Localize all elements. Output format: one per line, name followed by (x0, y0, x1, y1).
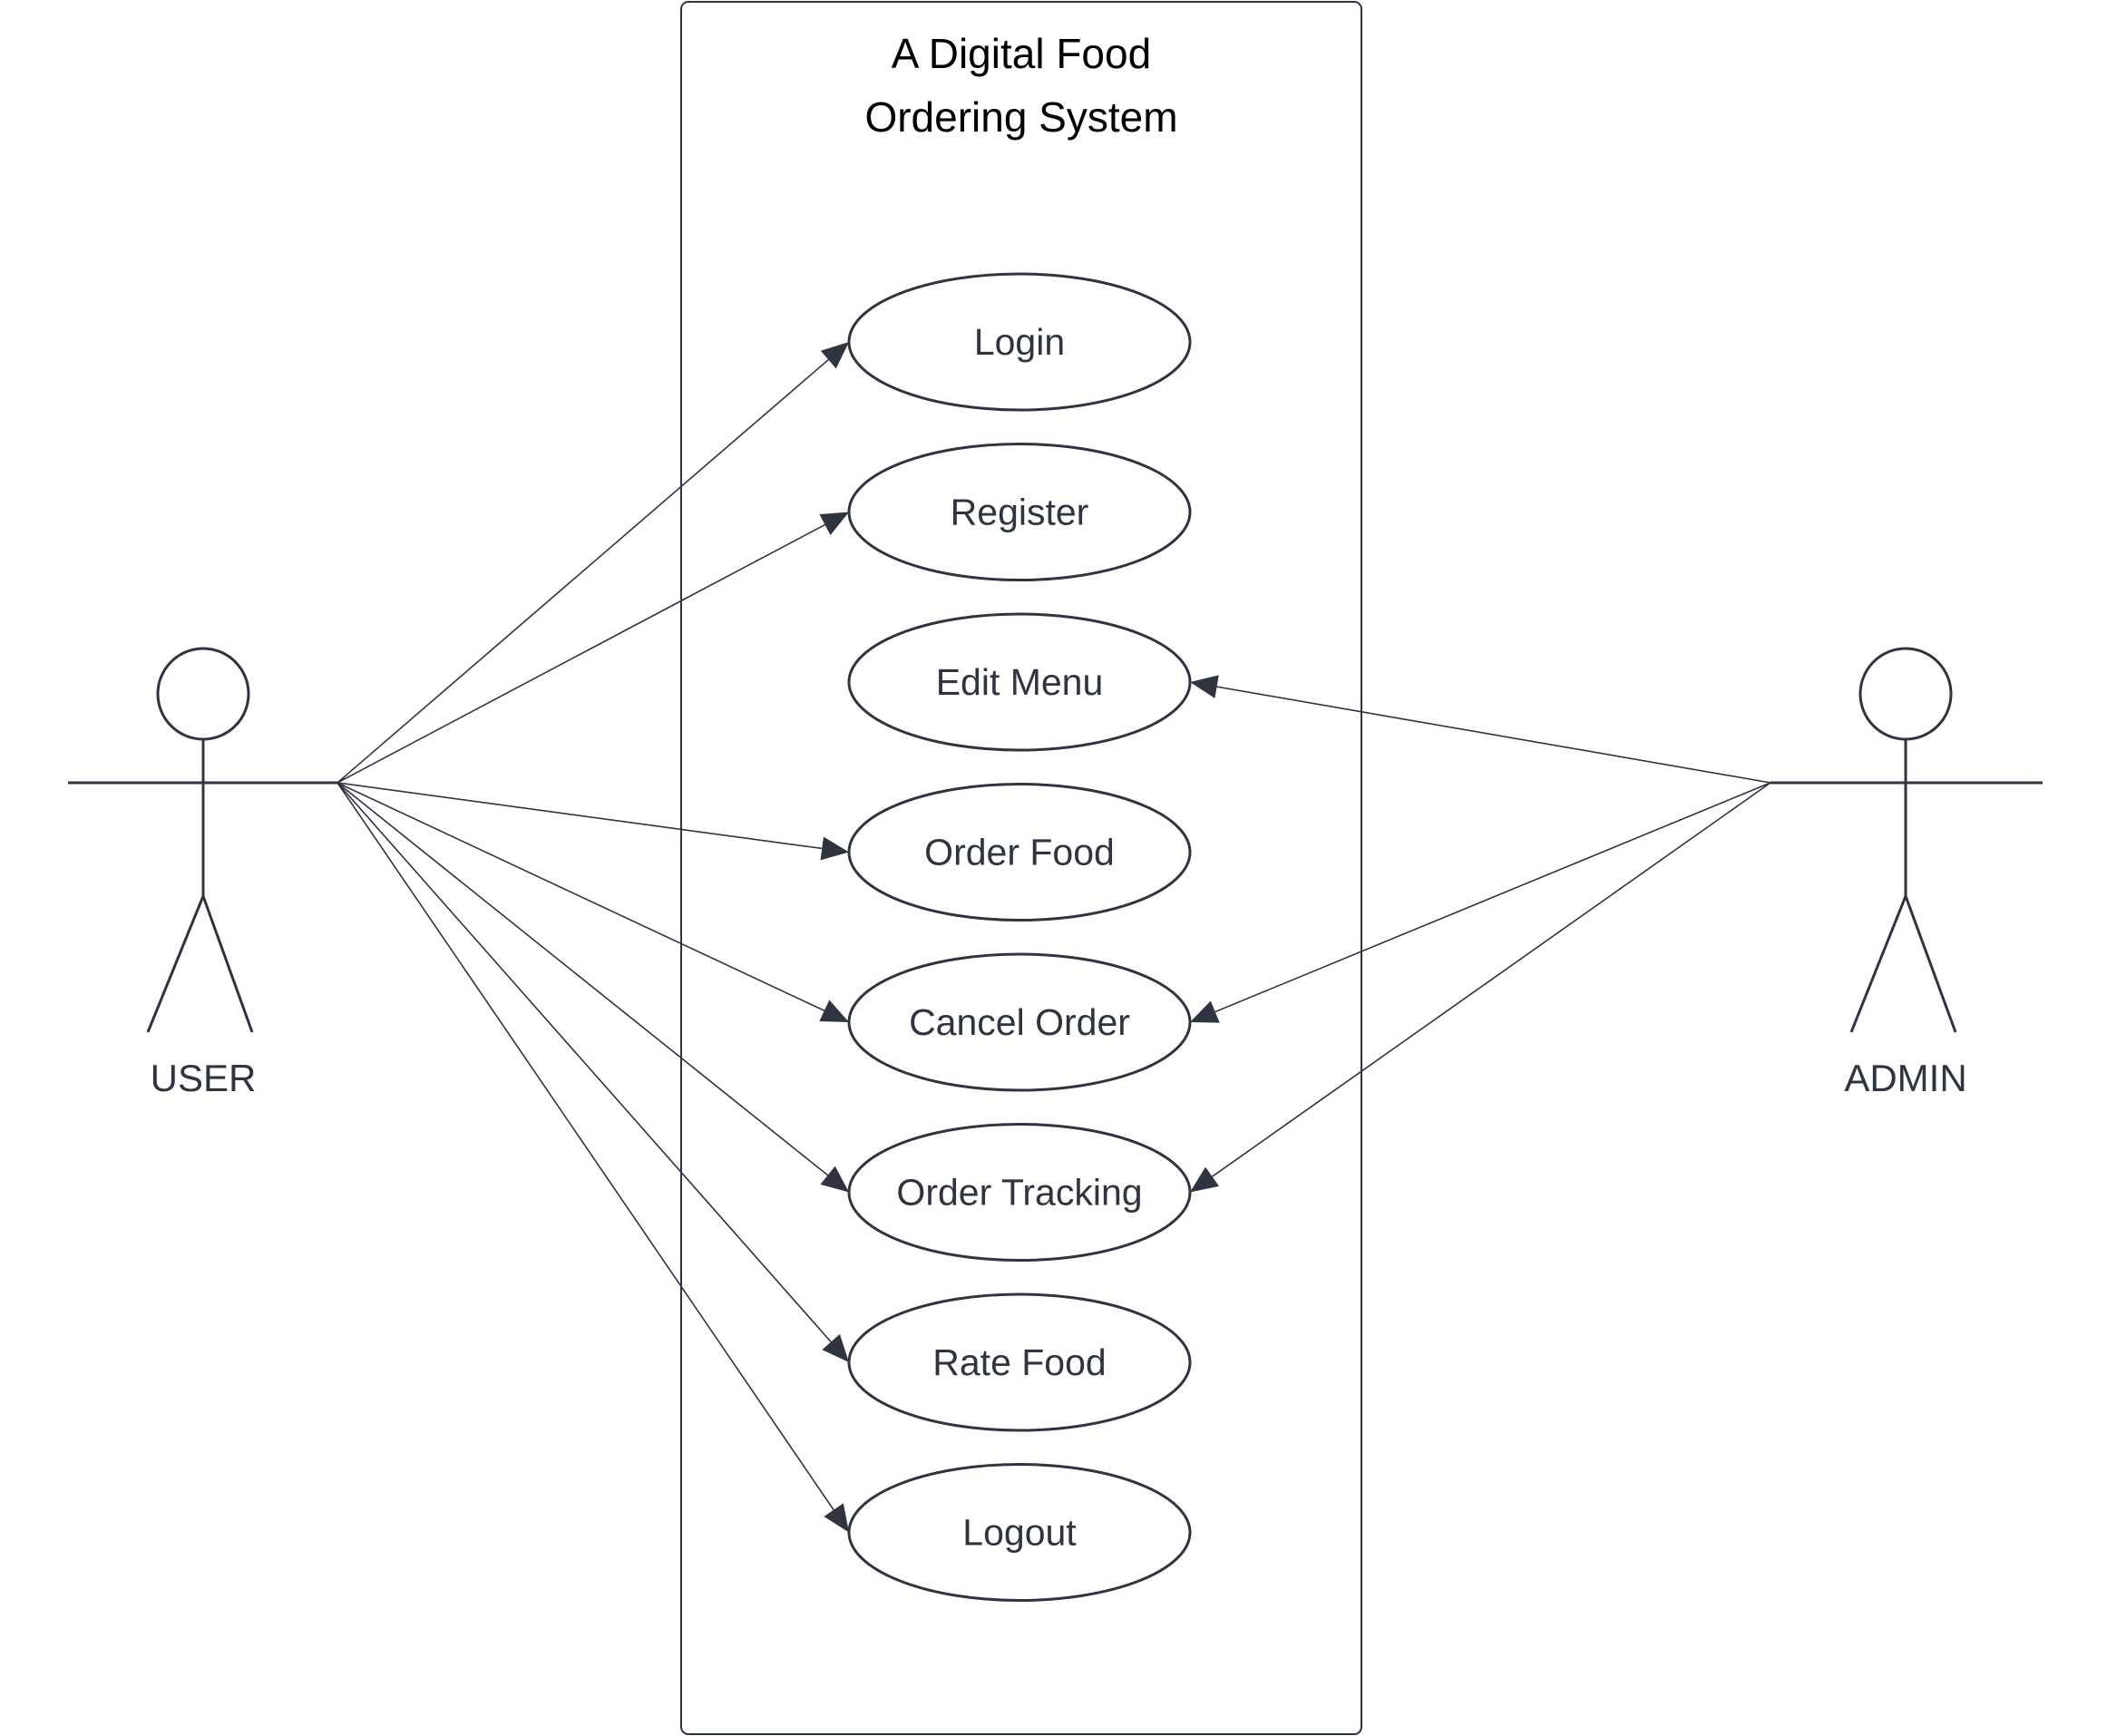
use-case-cancel-order[interactable]: Cancel Order (847, 952, 1192, 1092)
association-user-order-food (337, 782, 849, 861)
arrowhead-icon (820, 836, 849, 861)
use-case-order-food[interactable]: Order Food (847, 783, 1192, 922)
association-user-rate-food (337, 782, 849, 1362)
association-line-admin-order-tracking (1212, 782, 1771, 1177)
use-case-edit-menu-label: Edit Menu (936, 661, 1104, 703)
use-case-cancel-order-ellipse[interactable] (847, 952, 1192, 1092)
system-title-line-1: A Digital Food (892, 30, 1151, 77)
actor-user-head (156, 647, 250, 741)
use-case-edit-menu[interactable]: Edit Menu (847, 612, 1192, 752)
use-case-logout-label: Logout (962, 1512, 1077, 1554)
actor-user-label: USER (151, 1057, 257, 1099)
use-case-register[interactable]: Register (847, 443, 1192, 581)
association-line-user-logout (337, 782, 834, 1511)
actor-admin-right-leg (1904, 895, 1957, 1033)
actor-user[interactable]: USER (68, 647, 337, 1099)
use-case-logout-ellipse[interactable] (847, 1463, 1192, 1602)
association-admin-order-tracking (1190, 782, 1771, 1193)
use-case-rate-food-label: Rate Food (932, 1341, 1106, 1383)
arrowhead-icon (820, 342, 849, 369)
association-admin-edit-menu (1190, 675, 1771, 784)
association-line-admin-edit-menu (1216, 686, 1771, 784)
actor-admin-label: ADMIN (1844, 1057, 1966, 1099)
use-case-order-food-ellipse[interactable] (847, 783, 1192, 922)
use-case-login-ellipse[interactable] (847, 272, 1192, 412)
use-case-cancel-order-label: Cancel Order (909, 1001, 1130, 1043)
association-line-admin-cancel-order (1214, 782, 1771, 1013)
use-case-order-food-label: Order Food (924, 832, 1115, 873)
use-case-order-tracking-label: Order Tracking (896, 1172, 1142, 1214)
actor-admin-head (1858, 647, 1953, 741)
arrowhead-icon (820, 1165, 849, 1193)
use-case-order-tracking[interactable]: Order Tracking (847, 1123, 1192, 1262)
actor-admin[interactable]: ADMIN (1770, 647, 2043, 1099)
association-user-logout (337, 782, 849, 1533)
association-user-order-tracking (337, 782, 849, 1193)
arrowhead-icon (1190, 675, 1219, 698)
arrowhead-icon (824, 1503, 849, 1533)
arrowhead-icon (819, 1000, 849, 1022)
association-line-user-rate-food (337, 782, 832, 1343)
use-case-rate-food[interactable]: Rate Food (847, 1292, 1192, 1432)
association-user-login (337, 342, 849, 784)
system-title-line-2: Ordering System (864, 93, 1177, 141)
arrowhead-icon (1190, 1000, 1220, 1023)
actor-user-right-leg (201, 895, 254, 1033)
use-case-register-ellipse[interactable] (847, 443, 1192, 581)
arrowhead-icon (822, 1333, 849, 1362)
actor-admin-left-leg (1849, 895, 1907, 1033)
use-case-rate-food-ellipse[interactable] (847, 1292, 1192, 1432)
association-line-user-register (337, 523, 825, 784)
association-user-cancel-order (337, 782, 849, 1022)
association-line-user-order-tracking (337, 782, 829, 1176)
use-case-logout[interactable]: Logout (847, 1463, 1192, 1602)
arrowhead-icon (1190, 1166, 1220, 1193)
association-line-user-order-food (337, 782, 823, 850)
use-case-register-label: Register (951, 492, 1089, 533)
association-line-user-cancel-order (337, 782, 825, 1012)
use-case-order-tracking-ellipse[interactable] (847, 1123, 1192, 1262)
arrowhead-icon (819, 512, 849, 536)
actor-user-left-leg (146, 895, 205, 1033)
use-case-edit-menu-ellipse[interactable] (847, 612, 1192, 752)
use-case-login[interactable]: Login (847, 272, 1192, 412)
association-line-user-login (337, 358, 829, 784)
use-case-login-label: Login (974, 321, 1065, 363)
association-user-register (337, 512, 849, 784)
association-admin-cancel-order (1190, 782, 1771, 1023)
